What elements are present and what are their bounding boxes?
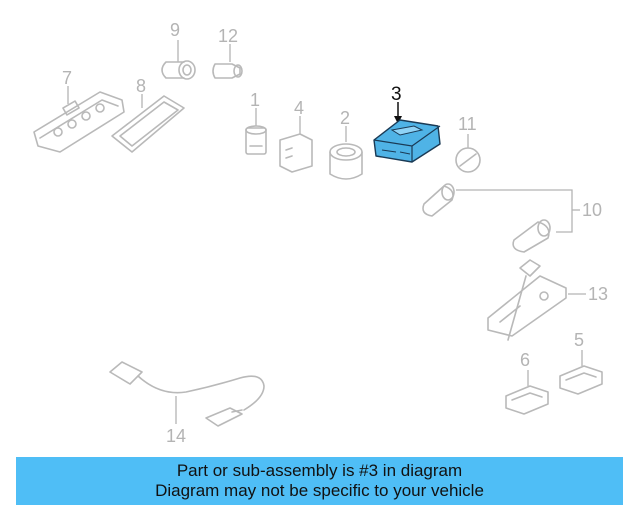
part-9[interactable]: 9 — [161, 20, 196, 80]
callout-13: 13 — [588, 284, 608, 304]
info-banner: Part or sub-assembly is #3 in diagram Di… — [16, 457, 623, 505]
callout-2: 2 — [340, 108, 350, 128]
callout-4: 4 — [294, 98, 304, 118]
callout-12: 12 — [218, 26, 238, 46]
part-10[interactable]: 10 — [422, 183, 602, 253]
part-8[interactable]: 8 — [111, 76, 185, 153]
part-14[interactable]: 14 — [109, 361, 265, 446]
part-12[interactable]: 12 — [212, 26, 243, 79]
callout-7: 7 — [62, 68, 72, 88]
part-5[interactable]: 5 — [559, 330, 603, 395]
part-13[interactable]: 13 — [487, 259, 608, 341]
part-4[interactable]: 4 — [279, 98, 313, 173]
banner-line-1: Part or sub-assembly is #3 in diagram — [176, 461, 463, 480]
banner-line-2: Diagram may not be specific to your vehi… — [155, 481, 484, 500]
part-7[interactable]: 7 — [33, 68, 125, 153]
part-1[interactable]: 1 — [245, 90, 267, 155]
callout-3: 3 — [391, 84, 402, 105]
callout-6: 6 — [520, 350, 530, 370]
part-2[interactable]: 2 — [329, 108, 363, 180]
callout-14: 14 — [166, 426, 186, 446]
callout-5: 5 — [574, 330, 584, 350]
part-3-switch[interactable]: 3 — [373, 84, 441, 163]
callout-1: 1 — [250, 90, 260, 110]
callout-10: 10 — [582, 200, 602, 220]
part-11[interactable]: 11 — [455, 114, 481, 173]
callout-8: 8 — [136, 76, 146, 96]
callout-11: 11 — [458, 114, 477, 134]
callout-9: 9 — [170, 20, 180, 40]
part-6[interactable]: 6 — [505, 350, 549, 415]
